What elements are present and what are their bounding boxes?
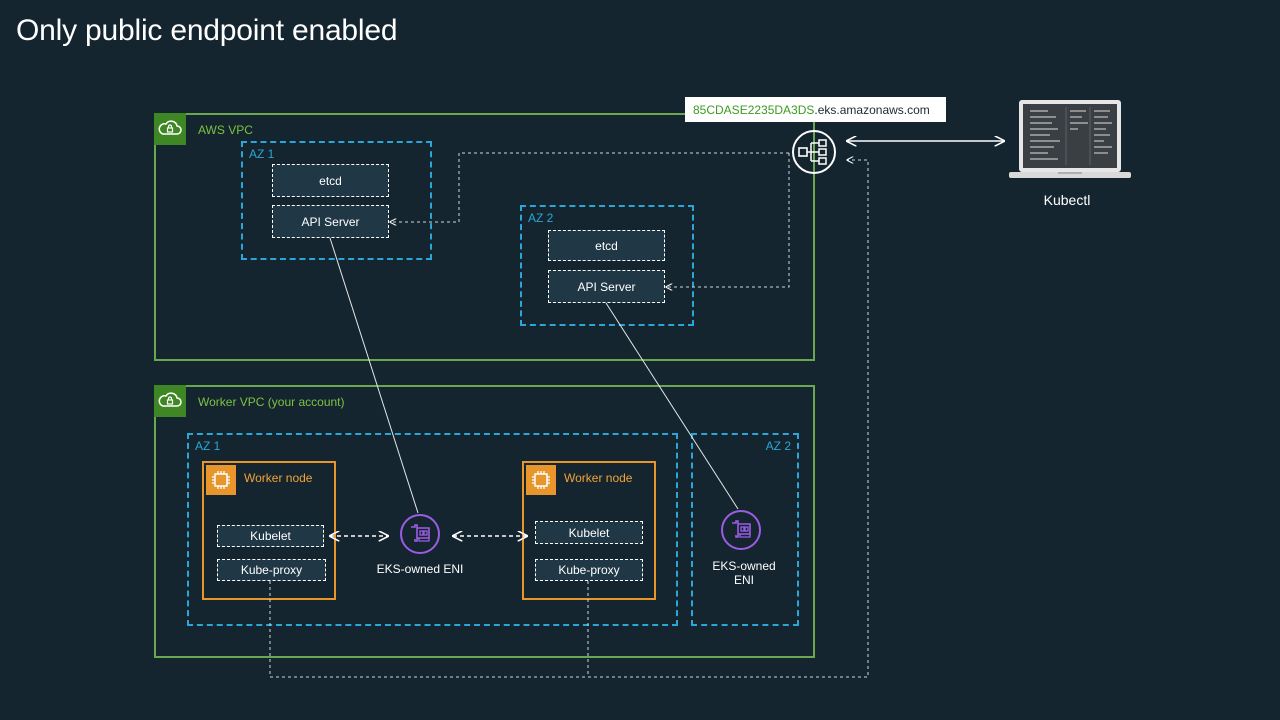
worker-az1-label: AZ 1: [195, 439, 221, 453]
eni-label-az1: EKS-owned ENI: [376, 562, 464, 576]
aws-az2-etcd: etcd: [548, 230, 665, 261]
az2-api-to-eni: [605, 302, 739, 510]
aws-az1-label: AZ 1: [249, 147, 275, 161]
worker-node-2-label: Worker node: [564, 471, 633, 485]
aws-az1-api-server: API Server: [272, 205, 389, 238]
eni-icon: [720, 509, 762, 551]
aws-az2-api-server: API Server: [548, 270, 665, 303]
cloud-lock-icon: [154, 385, 186, 417]
worker-node-1-kube-proxy: Kube-proxy: [217, 559, 326, 581]
kube-proxy-to-endpoint: [269, 160, 869, 678]
aws-az2-label: AZ 2: [528, 211, 554, 225]
worker-az2: AZ 2: [691, 433, 799, 626]
worker-vpc-label: Worker VPC (your account): [198, 395, 345, 409]
endpoint-url: 85CDASE2235DA3DS.eks.amazonaws.com: [685, 97, 946, 122]
worker-node-2-kube-proxy: Kube-proxy: [535, 559, 643, 581]
worker-az2-label: AZ 2: [765, 439, 791, 453]
worker-vpc: Worker VPC (your account): [154, 385, 815, 658]
aws-az2: AZ 2: [520, 205, 694, 326]
aws-vpc-label: AWS VPC: [198, 123, 253, 137]
endpoint-id: 85CDASE2235DA3DS: [693, 102, 815, 117]
az1-api-to-eni: [329, 237, 419, 514]
worker-node-1: Worker node: [202, 461, 336, 600]
kubectl-label: Kubectl: [1043, 192, 1091, 208]
eni-label-az2-line1: EKS-owned: [712, 559, 776, 573]
chip-icon: [206, 465, 236, 495]
worker-node-2: Worker node: [522, 461, 656, 600]
worker-node-2-kubelet: Kubelet: [535, 521, 643, 544]
worker-az1: AZ 1: [187, 433, 678, 626]
endpoint-domain: .eks.amazonaws.com: [814, 102, 930, 117]
cloud-lock-icon: [154, 113, 186, 145]
worker-node-1-label: Worker node: [244, 471, 313, 485]
endpoint-to-az2-api: [666, 153, 790, 287]
endpoint-to-az1-api: [390, 152, 789, 222]
load-balancer-icon: [791, 129, 837, 175]
eni-icon: [399, 513, 441, 555]
eni-label-az2-line2: ENI: [733, 573, 754, 587]
aws-az1-etcd: etcd: [272, 164, 389, 197]
chip-icon: [526, 465, 556, 495]
eni-label-az2: EKS-owned ENI: [694, 559, 794, 587]
aws-vpc: AWS VPC: [154, 113, 815, 361]
worker-node-1-kubelet: Kubelet: [217, 525, 324, 547]
laptop-icon: [1008, 99, 1132, 183]
page-title: Only public endpoint enabled: [16, 14, 398, 47]
